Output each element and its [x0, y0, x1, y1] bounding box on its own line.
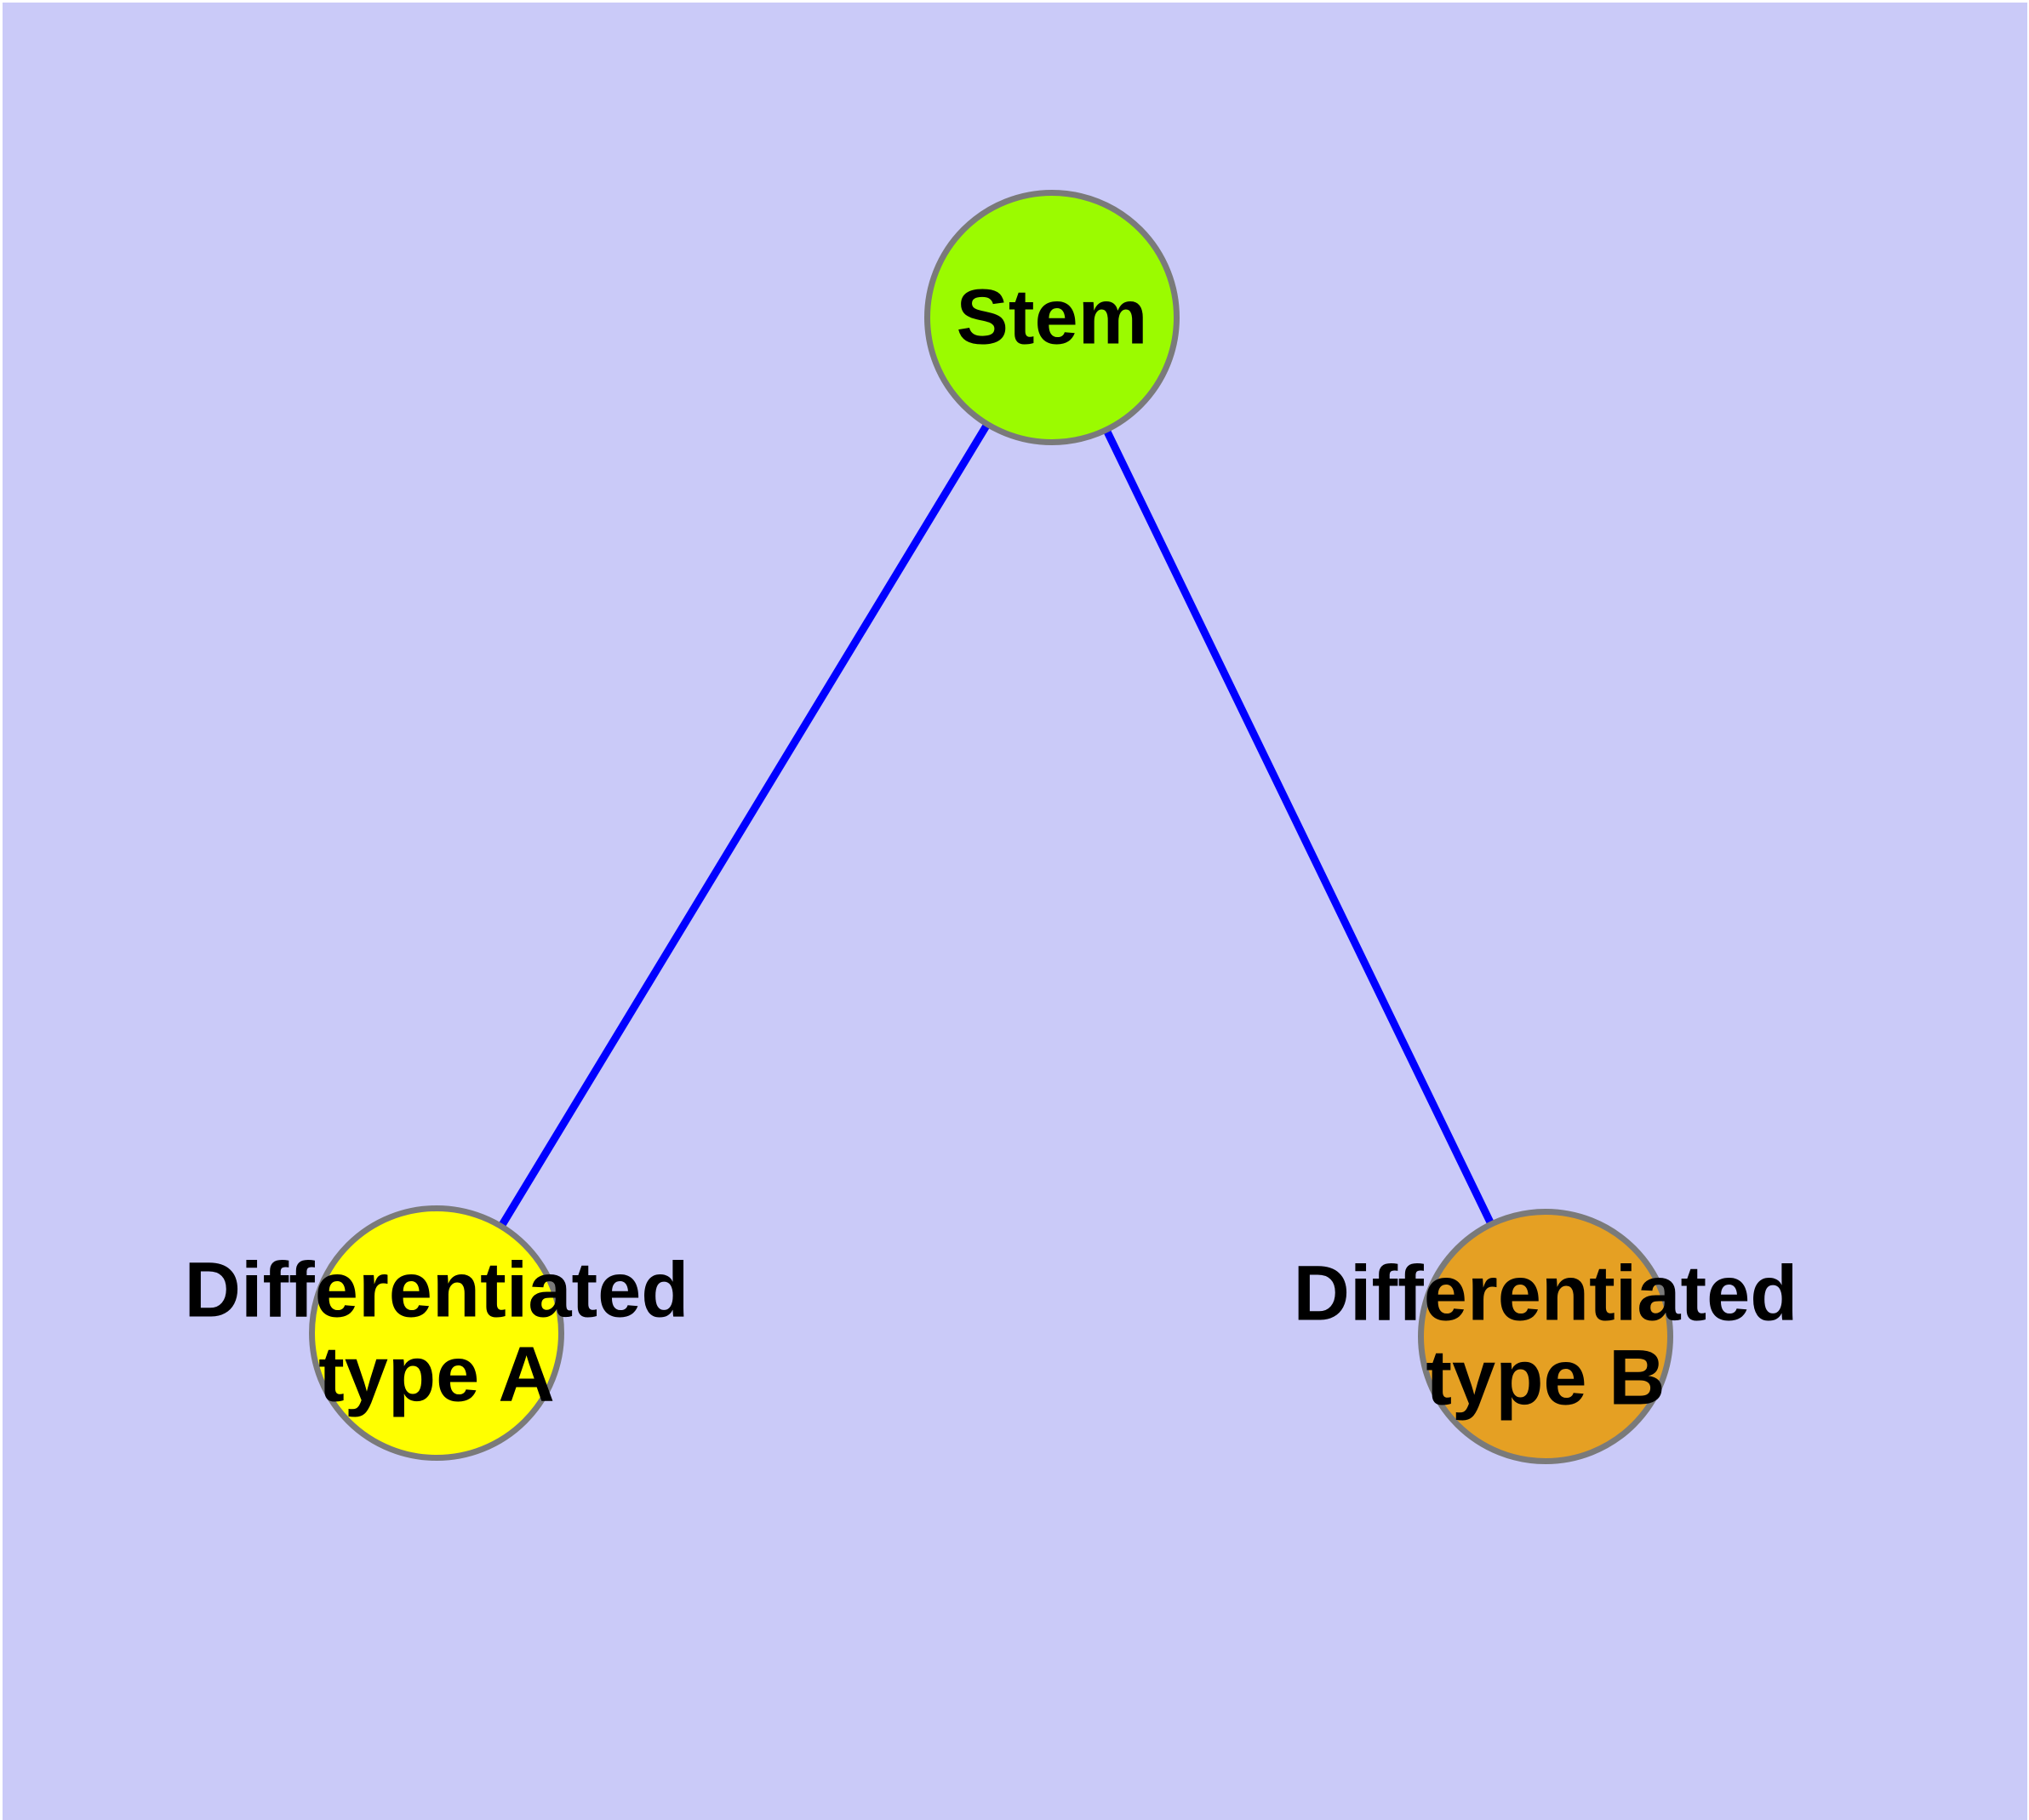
node-type-b — [1418, 1209, 1673, 1464]
edge-stem-type-b — [1048, 316, 1550, 1338]
node-stem — [924, 190, 1180, 445]
edge-stem-type-a — [433, 315, 1055, 1336]
node-type-a — [309, 1205, 564, 1461]
